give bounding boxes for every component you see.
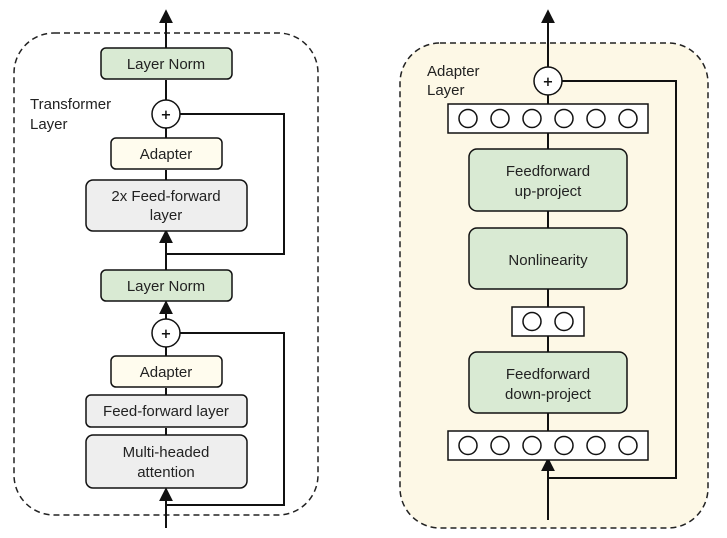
transformer-adapter-top-label: Adapter bbox=[140, 146, 193, 163]
transformer-label-line1: Transformer bbox=[30, 96, 111, 113]
adapter-top-unit bbox=[490, 108, 510, 129]
adapter-top-unit bbox=[522, 108, 542, 129]
transformer-layer-norm-top-label: Layer Norm bbox=[127, 56, 205, 73]
transformer-plus-bottom-circle bbox=[151, 318, 181, 348]
transformer-feedforward-2x-line2: layer bbox=[150, 207, 183, 224]
adapter-up-project-line1: Feedforward bbox=[506, 163, 590, 180]
transformer-plus-top-sign: + bbox=[161, 108, 172, 123]
adapter-bottleneck-unit bbox=[522, 311, 542, 332]
adapter-down-project-line1: Feedforward bbox=[506, 366, 590, 383]
transformer-attention-box bbox=[85, 434, 248, 489]
adapter-bottom-vector bbox=[447, 430, 649, 461]
adapter-down-project-box bbox=[468, 351, 628, 414]
adapter-label-line2: Layer bbox=[427, 82, 465, 99]
transformer-feedforward-2x-line1: 2x Feed-forward bbox=[111, 188, 220, 205]
adapter-nonlinearity-label: Nonlinearity bbox=[508, 252, 588, 269]
transformer-label-line2: Layer bbox=[30, 116, 68, 133]
adapter-bottom-unit bbox=[586, 435, 606, 456]
adapter-bottom-unit bbox=[490, 435, 510, 456]
adapter-residual-skip bbox=[548, 80, 677, 479]
transformer-residual-bottom bbox=[166, 332, 285, 506]
adapter-bottom-unit bbox=[522, 435, 542, 456]
transformer-feedforward-box bbox=[85, 394, 248, 428]
adapter-top-unit bbox=[586, 108, 606, 129]
adapter-bottleneck-vector bbox=[511, 306, 585, 337]
transformer-adapter-top-box bbox=[110, 137, 223, 170]
adapter-top-unit bbox=[554, 108, 574, 129]
transformer-layer-norm-mid-label: Layer Norm bbox=[127, 278, 205, 295]
adapter-top-unit bbox=[618, 108, 638, 129]
adapter-bottom-unit bbox=[554, 435, 574, 456]
transformer-plus-top-circle bbox=[151, 99, 181, 129]
transformer-feedforward-label: Feed-forward layer bbox=[103, 403, 229, 420]
transformer-residual-top bbox=[166, 113, 285, 255]
adapter-up-project-line2: up-project bbox=[515, 183, 583, 200]
adapter-layer-panel: Adapter Layer + Feedforward up-project bbox=[399, 9, 709, 529]
transformer-layer-norm-mid-box bbox=[100, 269, 233, 302]
transformer-feedforward-2x-box bbox=[85, 179, 248, 232]
transformer-adapter-bottom-box bbox=[110, 355, 223, 388]
transformer-attention-line2: attention bbox=[137, 464, 195, 481]
adapter-bottleneck-unit bbox=[554, 311, 574, 332]
adapter-up-project-box bbox=[468, 148, 628, 212]
adapter-plus-circle bbox=[533, 66, 563, 96]
adapter-top-unit bbox=[458, 108, 478, 129]
adapter-label-line1: Adapter bbox=[427, 63, 480, 80]
adapter-top-vector-box bbox=[447, 103, 649, 134]
adapter-plus-sign: + bbox=[543, 75, 554, 90]
transformer-plus-bottom-sign: + bbox=[161, 327, 172, 342]
adapter-bottom-unit bbox=[618, 435, 638, 456]
transformer-layer-norm-top-box bbox=[100, 47, 233, 80]
transformer-attention-line1: Multi-headed bbox=[123, 444, 210, 461]
transformer-adapter-bottom-label: Adapter bbox=[140, 364, 193, 381]
adapter-bottom-unit bbox=[458, 435, 478, 456]
adapter-down-project-line2: down-project bbox=[505, 386, 592, 403]
adapter-bottom-vector-box bbox=[447, 430, 649, 461]
transformer-layer-panel: Transformer Layer Layer Norm + Adapter 2… bbox=[13, 9, 319, 528]
adapter-top-vector bbox=[447, 103, 649, 134]
adapter-nonlinearity-box bbox=[468, 227, 628, 290]
